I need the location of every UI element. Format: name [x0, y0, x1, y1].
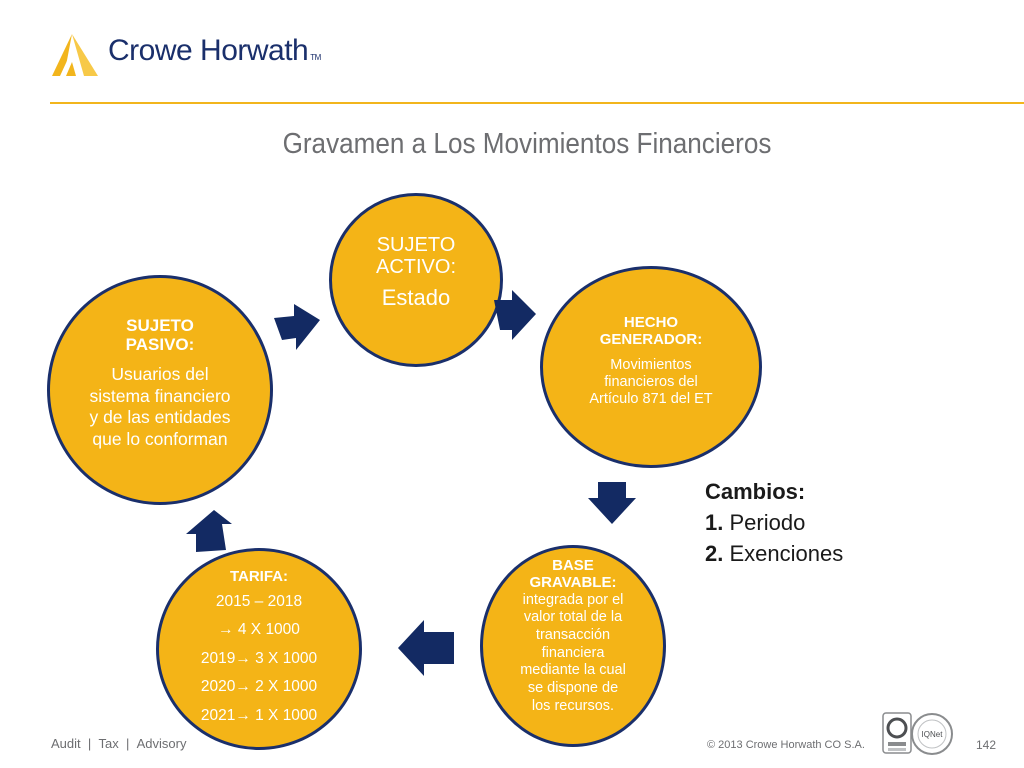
- slide-title: Gravamen a Los Movimientos Financieros: [282, 128, 772, 160]
- arrow-pasivo-to-activo-icon: [274, 304, 320, 350]
- node-text: Movimientos financieros del Artículo 871…: [589, 356, 713, 408]
- svg-text:IQNet: IQNet: [922, 730, 944, 739]
- cambios-box: Cambios: 1. Periodo 2. Exenciones: [705, 476, 843, 569]
- node-label: HECHO GENERADOR:: [599, 314, 703, 348]
- arrow-right-icon: →: [218, 621, 234, 639]
- list-item: 1. Periodo: [705, 510, 806, 535]
- arrow-base-to-tarifa-icon: [398, 620, 454, 676]
- node-base-gravable: BASE GRAVABLE: integrada por el valor to…: [480, 545, 666, 747]
- arrow-tarifa-to-pasivo-icon: [186, 510, 232, 552]
- iqnet-badge-icon: IQNet: [911, 713, 953, 755]
- node-sujeto-activo: SUJETO ACTIVO: Estado: [329, 193, 503, 367]
- arrow-right-icon: →: [235, 706, 251, 724]
- node-label: SUJETO ACTIVO:: [375, 234, 456, 279]
- node-text: Usuarios del sistema financiero y de las…: [89, 364, 231, 449]
- arrow-hecho-to-base-icon: [588, 482, 636, 524]
- node-text: 2015 – 2018 → 4 X 1000 2019→ 3 X 1000 20…: [200, 592, 318, 724]
- iso-certification-badge-icon: [882, 712, 912, 754]
- footer-copyright: © 2013 Crowe Horwath CO S.A.: [707, 739, 865, 751]
- node-label: BASE GRAVABLE:: [529, 557, 617, 591]
- node-label: TARIFA:: [229, 568, 289, 585]
- node-label: SUJETO PASIVO:: [125, 316, 195, 355]
- node-tarifa: TARIFA: 2015 – 2018 → 4 X 1000 2019→ 3 X…: [156, 548, 362, 750]
- trademark: TM: [310, 53, 321, 62]
- node-sujeto-pasivo: SUJETO PASIVO: Usuarios del sistema fina…: [47, 275, 273, 505]
- crowe-horwath-logo-icon: [52, 34, 98, 76]
- footer-services: Audit | Tax | Advisory: [51, 736, 187, 751]
- cambios-title: Cambios:: [705, 479, 806, 504]
- node-text: integrada por el valor total de la trans…: [520, 591, 626, 714]
- header-divider: [50, 102, 1024, 104]
- arrow-right-icon: →: [235, 678, 251, 696]
- arrow-right-icon: →: [235, 649, 251, 667]
- page-number: 142: [976, 738, 997, 752]
- arrow-activo-to-hecho-icon: [494, 290, 536, 340]
- node-text: Estado: [381, 284, 451, 310]
- list-item: 2. Exenciones: [705, 541, 844, 566]
- node-hecho-generador: HECHO GENERADOR: Movimientos financieros…: [540, 266, 762, 468]
